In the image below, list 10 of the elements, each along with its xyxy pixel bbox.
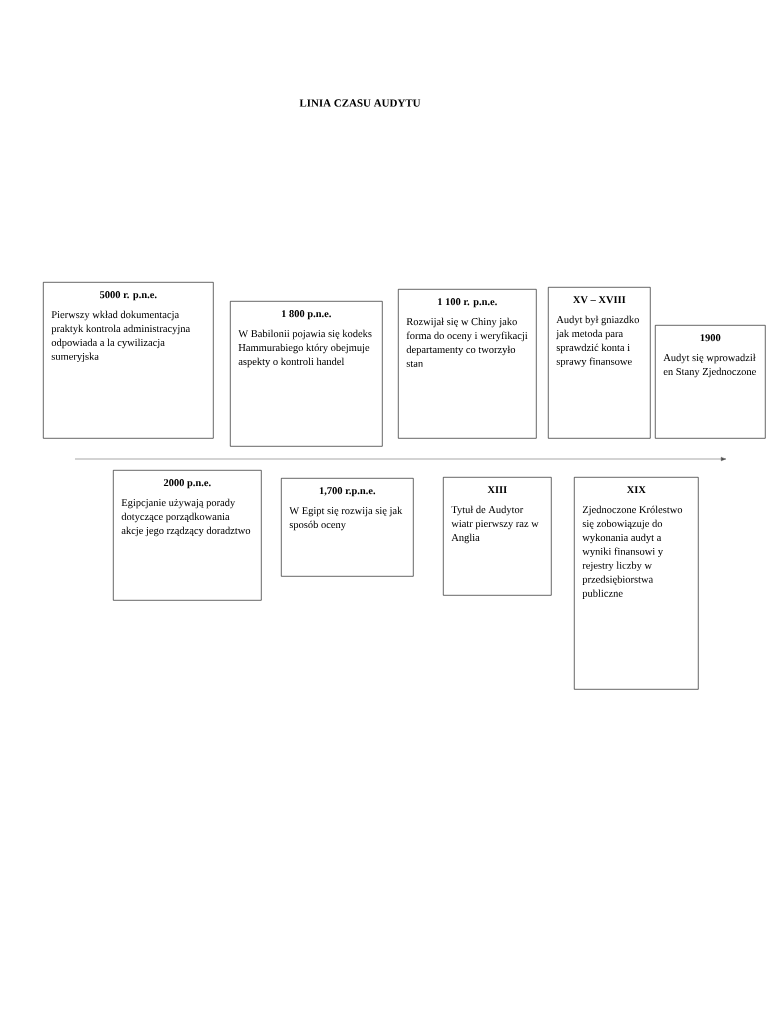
title: LINIA CZASU AUDYTU — [299, 99, 421, 107]
event-box: 1 800 p.n.e. W Babilonii pojawia się kodeks Hammurabiego który obejmuje aspekty o kontroli handel — [230, 301, 383, 447]
event-box: 1 100 r. p.n.e. Rozwijał się w Chiny jako forma do oceny i weryfikacji departamenty co tworzyło stan — [398, 289, 537, 439]
event-box: XIII Tytuł de Audytor wiatr pierwszy raz w Anglia — [443, 477, 552, 596]
event-box: 1900 Audyt się wprowadził en Stany Zjednoczone — [655, 325, 766, 439]
event-box: 1,700 r.p.n.e. W Egipt się rozwija się jak sposób oceny — [281, 478, 414, 577]
event-box: 2000 p.n.e. Egipcjanie używają porady dotyczące porządkowania akcje jego rządzący doradztwo — [113, 470, 262, 601]
event-box: 5000 r. p.n.e. Pierwszy wkład dokumentacja praktyk kontrola administracyjna odpowiada a la cywilizacja sumeryjska — [43, 282, 214, 439]
event-box: XIX Zjednoczone Królestwo się zobowiązuje do wykonania audyt a wyniki finansowi y rejestry liczby w przedsiębiorstwa publiczne — [574, 477, 699, 690]
event-box: XV – XVIII Audyt był gniazdko jak metoda para sprawdzić konta i sprawy finansowe — [548, 287, 651, 439]
